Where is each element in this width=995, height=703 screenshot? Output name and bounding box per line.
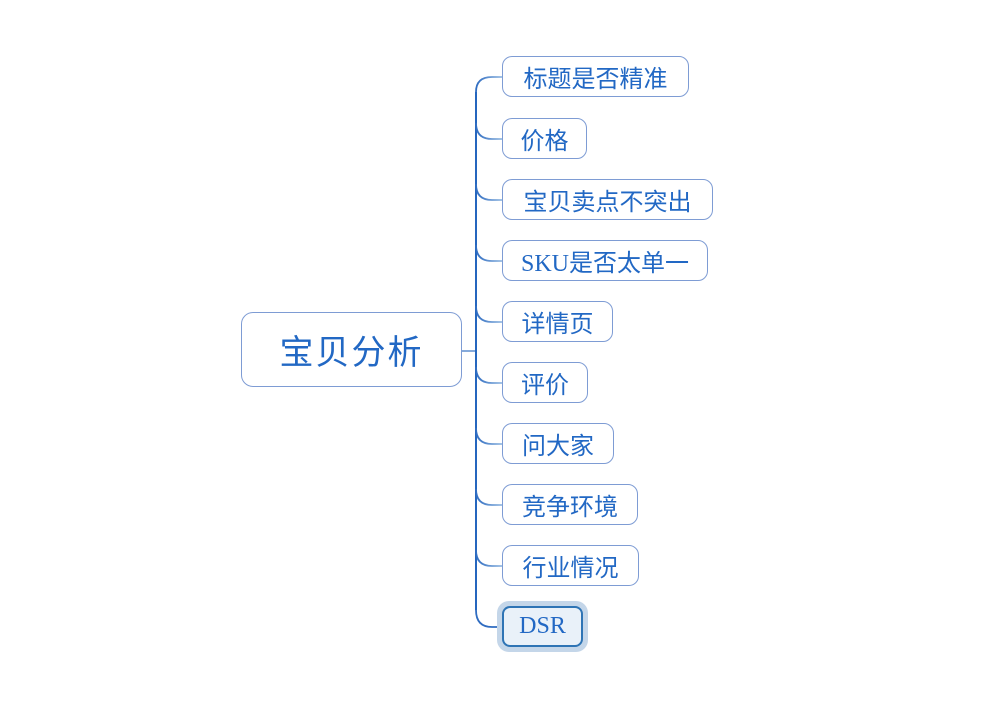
topic-node-2[interactable]: 价格 [502,118,587,159]
topic-node-9[interactable]: 行业情况 [502,545,639,586]
topic-label: 宝贝卖点不突出 [523,190,692,216]
topic-node-4[interactable]: SKU是否太单一 [502,240,708,281]
topic-label: 行业情况 [522,556,619,582]
topic-label: 标题是否精准 [523,67,668,93]
topic-node-8[interactable]: 竞争环境 [502,484,638,525]
topic-node-1[interactable]: 标题是否精准 [502,56,689,97]
topic-label: 价格 [520,129,569,155]
topic-label: SKU是否太单一 [520,251,689,277]
topic-label: 详情页 [521,312,594,338]
topic-node-5[interactable]: 详情页 [502,301,613,342]
branch-line-2 [475,122,502,140]
branch-line-8 [475,488,502,506]
root-topic-label: 宝贝分析 [279,335,424,372]
topic-node-7[interactable]: 问大家 [502,423,614,464]
branch-line-4 [475,244,502,262]
root-topic-node[interactable]: 宝贝分析 [241,312,462,387]
branch-line-5 [475,305,502,323]
topic-label: 竞争环境 [522,495,618,521]
topic-label: 评价 [521,373,569,399]
topic-node-3[interactable]: 宝贝卖点不突出 [502,179,713,220]
topic-label: DSR [519,613,566,639]
branch-line-10 [475,609,497,628]
branch-line-7 [475,427,502,445]
branch-line-6 [475,366,502,384]
topic-node-10-selected[interactable]: DSR [502,606,583,647]
branch-line-9 [475,549,502,567]
branch-line-3 [475,183,502,201]
topic-label: 问大家 [522,434,594,460]
topic-node-6[interactable]: 评价 [502,362,588,403]
selection-highlight: DSR [497,601,588,652]
branch-line-1 [475,76,502,93]
